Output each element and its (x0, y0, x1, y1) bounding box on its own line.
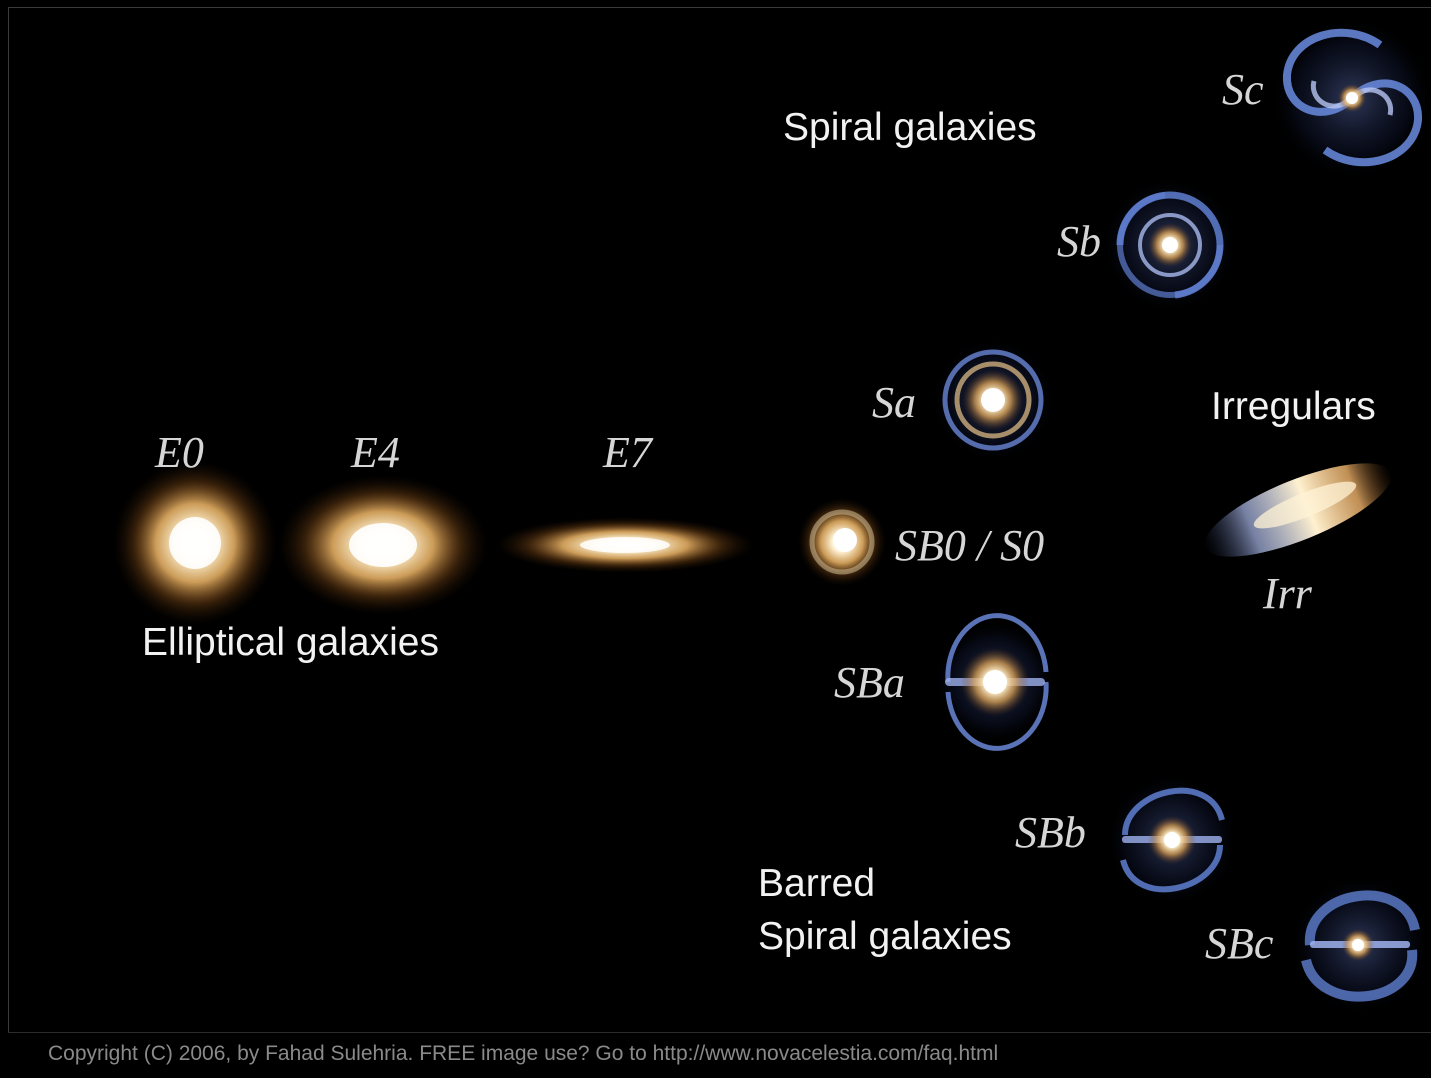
galaxy-sbb (1106, 774, 1238, 906)
galaxy-e7 (495, 517, 755, 573)
tag-s0: SB0 / S0 (895, 521, 1044, 570)
heading-irregulars: Irregulars (1211, 385, 1376, 428)
heading-barred-line2: Spiral galaxies (758, 915, 1012, 958)
galaxy-e4 (278, 475, 488, 615)
galaxy-sc (1270, 16, 1431, 180)
tag-e0: E0 (154, 428, 204, 477)
galaxy-sa (931, 338, 1055, 462)
tag-sa: Sa (872, 378, 916, 427)
galaxy-e0 (113, 461, 277, 625)
tag-e4: E4 (350, 428, 400, 477)
heading-spiral: Spiral galaxies (783, 106, 1037, 149)
tag-e7: E7 (602, 428, 654, 477)
galaxy-s0 (798, 498, 886, 586)
tag-sb: Sb (1057, 217, 1101, 266)
tag-sc: Sc (1222, 65, 1264, 114)
galaxy-sb (1102, 177, 1238, 313)
heading-elliptical: Elliptical galaxies (142, 621, 439, 664)
tag-sbc: SBc (1205, 919, 1274, 968)
galaxy-sbc (1290, 875, 1430, 1015)
galaxy-irr (1204, 463, 1392, 557)
galaxy-diagram: E0 E4 E7 SB0 / S0 Sa Sb Sc SBa SBb SBc I… (113, 16, 1431, 1015)
galaxy-sba (933, 613, 1057, 751)
heading-barred-line1: Barred (758, 862, 876, 905)
copyright-footer: Copyright (C) 2006, by Fahad Sulehria. F… (48, 1042, 999, 1065)
tag-sba: SBa (834, 658, 905, 707)
tag-sbb: SBb (1015, 808, 1086, 857)
tag-irr: Irr (1262, 569, 1313, 618)
